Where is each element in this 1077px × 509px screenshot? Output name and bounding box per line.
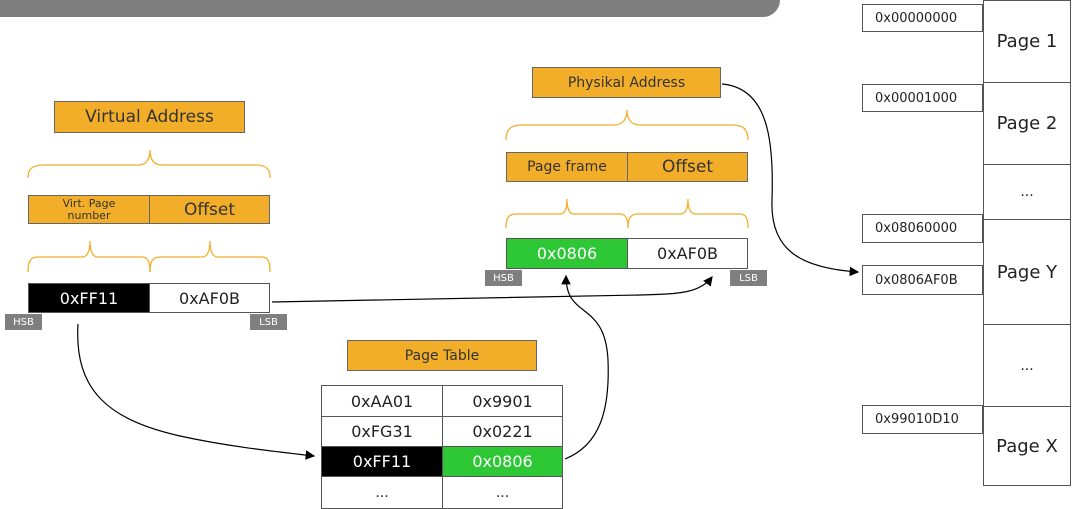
virtual-page-value: 0xFF11 bbox=[28, 283, 150, 313]
memory-page-ellipsis: ... bbox=[983, 324, 1071, 407]
memory-page-1: Page 1 bbox=[983, 0, 1071, 83]
title-bar bbox=[0, 0, 780, 17]
brace-physical-address bbox=[505, 109, 749, 141]
table-cell-highlight: 0x0806 bbox=[442, 446, 563, 477]
physical-lsb-tag: LSB bbox=[730, 270, 767, 286]
physical-hsb-tag: HSB bbox=[485, 270, 522, 286]
arrow-offset-copy bbox=[271, 276, 713, 303]
memory-address-label: 0x08060000 bbox=[862, 214, 983, 243]
table-cell: 0xAA01 bbox=[321, 385, 443, 417]
virtual-address-title: Virtual Address bbox=[54, 101, 245, 133]
memory-address-label: 0x00000000 bbox=[862, 4, 983, 32]
table-cell: 0xFG31 bbox=[321, 416, 443, 447]
virtual-offset-field: Offset bbox=[149, 195, 270, 224]
brace-page-frame bbox=[505, 198, 629, 229]
virtual-hsb-tag: HSB bbox=[5, 314, 42, 330]
virtual-lsb-tag: LSB bbox=[250, 314, 287, 330]
physical-address-title: Physikal Address bbox=[532, 67, 721, 98]
memory-page-x: Page X bbox=[983, 406, 1071, 486]
memory-page-2: Page 2 bbox=[983, 82, 1071, 165]
arrow-frame-copy bbox=[561, 274, 609, 460]
brace-virtual-offset bbox=[149, 240, 271, 273]
physical-offset-value: 0xAF0B bbox=[627, 238, 748, 269]
page-table-title: Page Table bbox=[347, 340, 537, 371]
table-cell: 0x9901 bbox=[442, 385, 563, 417]
arrow-memory-location bbox=[721, 83, 860, 277]
arrow-page-lookup bbox=[77, 323, 316, 460]
physical-offset-field: Offset bbox=[627, 152, 748, 182]
physical-frame-value: 0x0806 bbox=[506, 238, 628, 269]
brace-virt-page-number bbox=[27, 240, 151, 273]
brace-physical-offset bbox=[627, 198, 749, 229]
memory-address-label: 0x99010D10 bbox=[862, 405, 983, 434]
memory-page-y: Page Y bbox=[983, 219, 1071, 325]
table-cell: 0x0221 bbox=[442, 416, 563, 447]
memory-address-label: 0x0806AF0B bbox=[862, 265, 983, 295]
virtual-offset-value: 0xAF0B bbox=[149, 283, 270, 313]
memory-page-ellipsis: ... bbox=[983, 164, 1071, 220]
brace-virtual-address bbox=[27, 149, 271, 179]
memory-address-label: 0x00001000 bbox=[862, 84, 983, 112]
table-cell-highlight: 0xFF11 bbox=[321, 446, 443, 477]
